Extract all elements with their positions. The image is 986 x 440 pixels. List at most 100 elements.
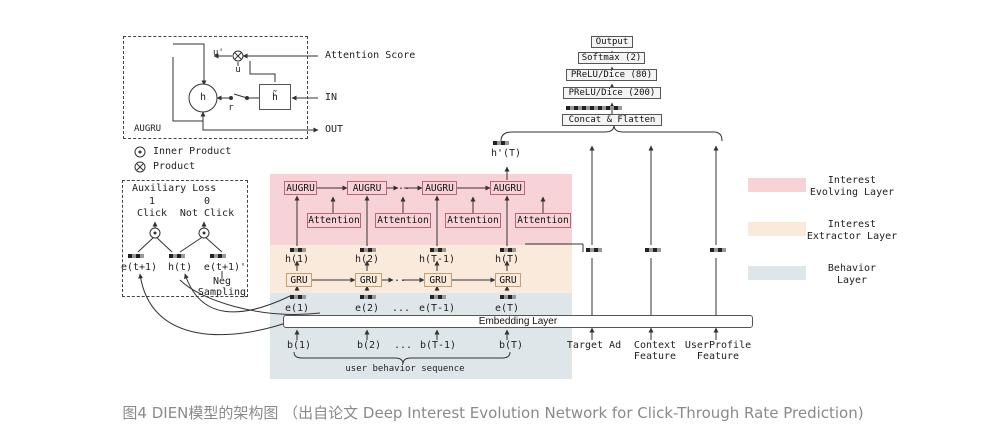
vector-cell xyxy=(360,295,364,299)
vector-cell xyxy=(128,254,132,258)
vector-cell xyxy=(434,295,438,299)
softmax-label: Softmax (2) xyxy=(581,53,642,63)
augru-label: AUGRU xyxy=(493,182,522,194)
augru-box-3: AUGRU xyxy=(422,181,457,195)
vector-cell xyxy=(302,248,306,252)
aux-loss-title: Auxiliary Loss xyxy=(132,183,217,194)
vector-cell xyxy=(173,254,177,258)
augru-panel xyxy=(123,36,308,139)
vector-cell xyxy=(610,106,614,110)
vector-cell xyxy=(505,141,509,145)
behavior-layer-bg xyxy=(270,293,572,379)
vector-cell xyxy=(294,248,298,252)
attention-box-1: Attention xyxy=(307,213,361,228)
prelu-200-label: PReLU/Dice (200) xyxy=(568,88,656,98)
e-label-2: e(2) xyxy=(354,303,380,314)
vector-cell xyxy=(298,248,302,252)
vector-cell xyxy=(618,106,622,110)
in-label: IN xyxy=(325,92,338,103)
vector-cell xyxy=(214,254,218,258)
vector-cell xyxy=(140,254,144,258)
interest-extractor-layer-bg xyxy=(270,245,572,293)
vector-cell xyxy=(718,248,722,252)
vector-cell xyxy=(508,248,512,252)
vector-cell xyxy=(290,248,294,252)
vector-cell xyxy=(722,248,726,252)
vector-cell xyxy=(598,106,602,110)
vector-cell xyxy=(512,248,516,252)
output-label: Output xyxy=(595,37,629,47)
user-behavior-sequence-label: user behavior sequence xyxy=(345,364,465,374)
prelu-80-box: PReLU/Dice (80) xyxy=(566,69,657,81)
context-feature-label-1: Context xyxy=(633,340,677,351)
attention-score-label: Attention Score xyxy=(325,50,416,61)
aux-e-t1-label: e(t+1) xyxy=(120,262,158,273)
out-label: OUT xyxy=(325,124,344,135)
inner-product-legend: Inner Product xyxy=(153,146,232,157)
e-label-4: e(T) xyxy=(494,303,520,314)
augru-panel-title: AUGRU xyxy=(134,124,162,134)
augru-h-label: h xyxy=(199,92,207,103)
attention-label: Attention xyxy=(377,215,429,226)
vector-cell xyxy=(508,295,512,299)
vector-cell xyxy=(512,295,516,299)
embedding-layer-label: Embedding Layer xyxy=(478,316,558,327)
gru-label: GRU xyxy=(499,274,517,286)
b-label-4: b(T) xyxy=(498,340,524,351)
vector-cell xyxy=(438,295,442,299)
vector-cell xyxy=(614,106,618,110)
vector-cell xyxy=(590,248,594,252)
legend-behavior-line1: Behavior xyxy=(827,263,877,274)
vector-cell xyxy=(169,254,173,258)
legend-extractor-line2: Extractor Layer xyxy=(806,231,898,242)
vector-cell xyxy=(653,248,657,252)
vector-cell xyxy=(586,248,590,252)
legend-behavior-line2: Layer xyxy=(836,275,868,286)
vector-cell xyxy=(302,295,306,299)
gru-dots: ... xyxy=(387,273,407,284)
vector-cell xyxy=(657,248,661,252)
output-box: Output xyxy=(591,36,633,48)
vector-cell xyxy=(372,295,376,299)
augru-h-tilde-label: h̃ xyxy=(272,91,278,103)
vector-cell xyxy=(586,106,590,110)
b-dots: ... xyxy=(393,340,413,351)
e-label-1: e(1) xyxy=(284,303,310,314)
vector-cell xyxy=(222,254,226,258)
userprofile-feature-label-1: UserProfile xyxy=(684,340,752,351)
softmax-box: Softmax (2) xyxy=(578,52,645,64)
gru-label: GRU xyxy=(359,274,378,286)
prelu-80-label: PReLU/Dice (80) xyxy=(570,70,653,80)
h-label-2: h(2) xyxy=(354,254,380,265)
vector-cell xyxy=(364,295,368,299)
vector-cell xyxy=(602,106,606,110)
vector-cell xyxy=(574,106,578,110)
vector-cell xyxy=(218,254,222,258)
e-label-3: e(T-1) xyxy=(418,303,456,314)
legend-extractor-line1: Interest xyxy=(827,219,877,230)
attention-box-2: Attention xyxy=(375,213,431,228)
e-dots: ... xyxy=(391,303,411,314)
vector-cell xyxy=(442,295,446,299)
vector-cell xyxy=(177,254,181,258)
vector-cell xyxy=(710,248,714,252)
aux-sampling-label: Sampling xyxy=(197,287,247,298)
vector-cell xyxy=(504,248,508,252)
vector-cell xyxy=(430,248,434,252)
augru-dots: ... xyxy=(391,181,411,192)
product-legend: Product xyxy=(153,161,196,172)
vector-cell xyxy=(594,106,598,110)
aux-label-one: 1 xyxy=(148,196,156,207)
userprofile-feature-label-2: Feature xyxy=(696,351,740,362)
aux-e-t1-neg-label: e(t+1)' xyxy=(203,262,247,273)
augru-r-label: r xyxy=(228,103,234,113)
augru-box-2: AUGRU xyxy=(347,181,387,195)
vector-cell xyxy=(364,248,368,252)
embedding-layer-bar: Embedding Layer xyxy=(283,315,753,328)
vector-cell xyxy=(598,248,602,252)
attention-label: Attention xyxy=(447,215,499,226)
vector-cell xyxy=(136,254,140,258)
target-ad-label: Target Ad xyxy=(566,340,622,351)
vector-cell xyxy=(582,106,586,110)
vector-cell xyxy=(181,254,185,258)
